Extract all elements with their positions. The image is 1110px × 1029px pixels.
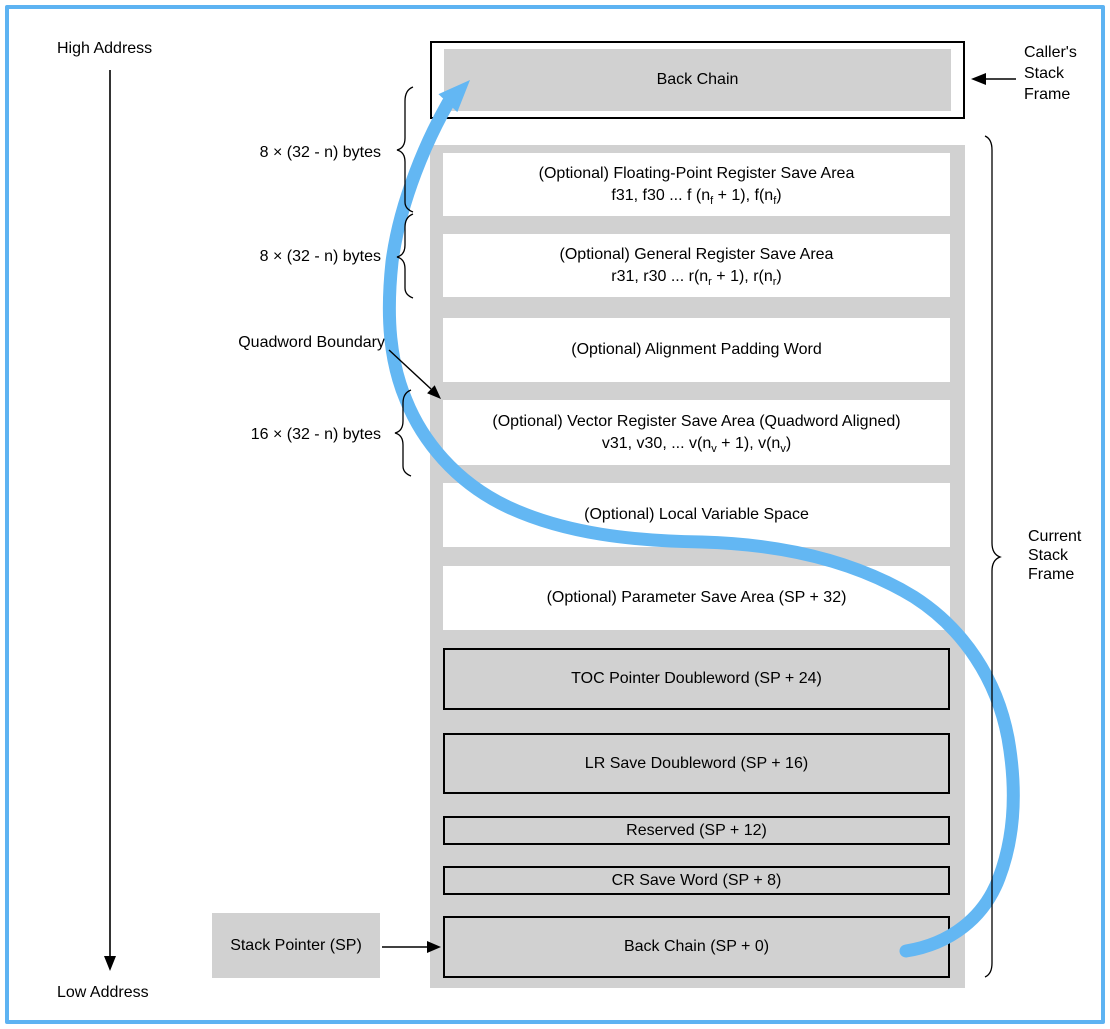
row-line: (Optional) Alignment Padding Word — [571, 341, 822, 358]
stack-row-local-variable: (Optional) Local Variable Space — [443, 483, 950, 547]
stack-row-parameter-save: (Optional) Parameter Save Area (SP + 32) — [443, 566, 950, 630]
stack-row-alignment-padding: (Optional) Alignment Padding Word — [443, 318, 950, 382]
stack-row-toc-pointer: TOC Pointer Doubleword (SP + 24) — [443, 648, 950, 710]
caller-back-chain-cell: Back Chain — [444, 49, 951, 111]
stack-row-back-chain: Back Chain (SP + 0) — [443, 916, 950, 978]
row-line: Back Chain (SP + 0) — [623, 938, 770, 955]
row-line: LR Save Doubleword (SP + 16) — [584, 754, 809, 772]
row-line: CR Save Word (SP + 8) — [611, 871, 782, 889]
row-line: f31, f30 ... f (nf + 1), f(nf) — [611, 186, 782, 207]
stack-row-gr-save: (Optional) General Register Save Area r3… — [443, 234, 950, 297]
row-line: (Optional) Vector Register Save Area (Qu… — [492, 412, 901, 430]
row-line: (Optional) Floating-Point Register Save … — [538, 164, 855, 182]
row-line: (Optional) Local Variable Space — [584, 506, 809, 523]
low-address-label: Low Address — [57, 984, 149, 1001]
quadword-boundary-label: Quadword Boundary — [238, 334, 385, 351]
stack-row-cr-save: CR Save Word (SP + 8) — [443, 866, 950, 895]
stack-row-vector-save: (Optional) Vector Register Save Area (Qu… — [443, 400, 950, 465]
row-line: Reserved (SP + 12) — [626, 821, 767, 839]
row-line: TOC Pointer Doubleword (SP + 24) — [571, 670, 822, 687]
current-stack-frame-label: Current Stack Frame — [1028, 528, 1082, 583]
gr-size-label: 8 × (32 - n) bytes — [259, 248, 381, 265]
stack-pointer-box: Stack Pointer (SP) — [212, 913, 380, 978]
stack-row-reserved: Reserved (SP + 12) — [443, 816, 950, 845]
row-line: v31, v30, ... v(nv + 1), v(nv) — [601, 434, 792, 455]
vector-size-label: 16 × (32 - n) bytes — [250, 426, 381, 443]
page-border-frame — [5, 5, 1105, 1024]
stack-row-fp-save: (Optional) Floating-Point Register Save … — [443, 153, 950, 216]
row-line: (Optional) General Register Save Area — [559, 245, 834, 263]
callers-stack-frame-label: Caller's Stack Frame — [1024, 44, 1077, 103]
fp-size-label: 8 × (32 - n) bytes — [259, 144, 381, 161]
row-line: r31, r30 ... r(nr + 1), r(nr) — [611, 267, 782, 288]
high-address-label: High Address — [57, 40, 153, 57]
stack-row-lr-save: LR Save Doubleword (SP + 16) — [443, 733, 950, 794]
caller-back-chain-box: Back Chain — [430, 41, 965, 119]
row-line: (Optional) Parameter Save Area (SP + 32) — [546, 589, 847, 606]
